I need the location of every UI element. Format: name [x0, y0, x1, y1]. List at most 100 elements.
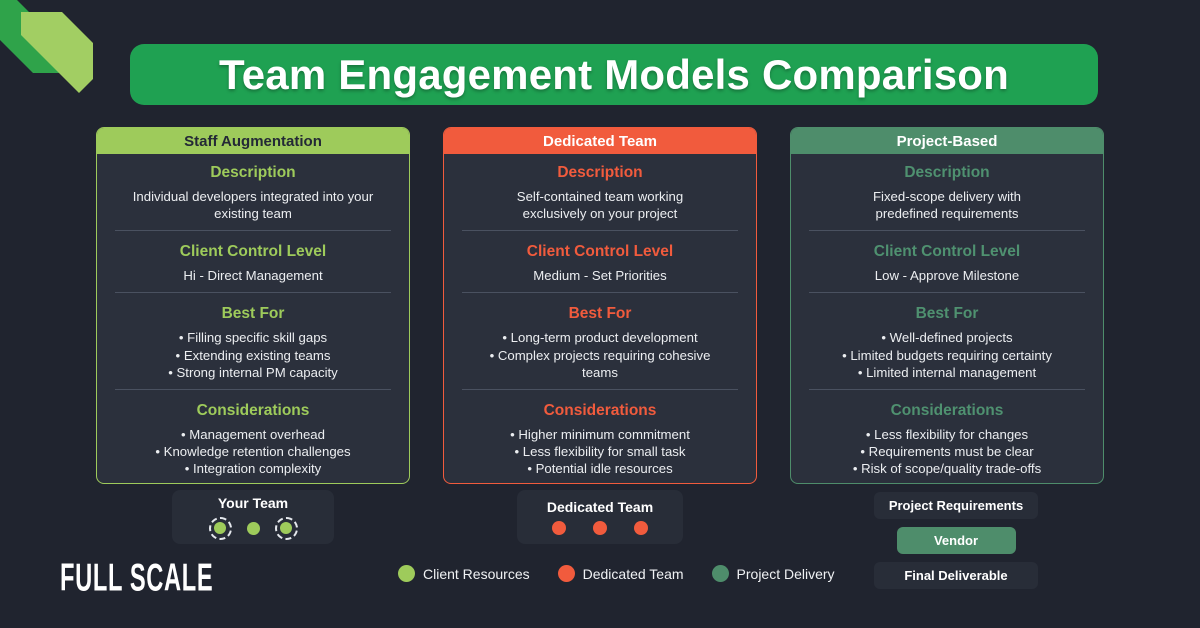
bullet-item: • Filling specific skill gaps	[178, 330, 328, 346]
widget-label: Your Team	[217, 494, 289, 511]
section-heading: Client Control Level	[526, 243, 674, 261]
card-header: Dedicated Team	[444, 128, 756, 154]
divider	[809, 292, 1085, 294]
section-best-for: Best For • Well-defined projects • Limit…	[805, 301, 1089, 380]
bullet-item: • Less flexibility for changes	[865, 426, 1029, 442]
bullet-item: • Risk of scope/quality trade-offs	[852, 461, 1042, 477]
card-body: Description Fixed-scope delivery with pr…	[791, 154, 1103, 483]
bullet-item: • Management overhead	[181, 426, 325, 442]
bullet-item: • Requirements must be clear	[860, 444, 1034, 460]
section-heading: Description	[210, 164, 296, 181]
bullet-list: • Management overhead • Knowledge retent…	[111, 426, 395, 477]
section-heading: Best For	[568, 305, 632, 323]
divider	[115, 292, 391, 294]
divider	[809, 388, 1085, 390]
page-title: Team Engagement Models Comparison	[219, 50, 1009, 98]
bullet-item: • Well-defined projects	[881, 330, 1013, 346]
client-resources-dot-icon	[398, 565, 415, 582]
section-description: Description Individual developers integr…	[111, 160, 395, 222]
section-heading: Considerations	[890, 401, 1004, 419]
card-body: Description Individual developers integr…	[97, 154, 409, 483]
client-member-dot-icon	[246, 521, 260, 535]
dedicated-team-dot-icon	[557, 565, 575, 582]
bullet-item: • Extending existing teams	[175, 347, 331, 363]
section-considerations: Considerations • Higher minimum commitme…	[458, 398, 742, 477]
section-considerations: Considerations • Less flexibility for ch…	[805, 398, 1089, 477]
section-text: Fixed-scope delivery with predefined req…	[872, 189, 1022, 222]
bullet-item: • Less flexibility for small task	[514, 444, 686, 460]
section-heading: Considerations	[543, 401, 657, 419]
widget-label: Dedicated Team	[546, 499, 654, 515]
section-heading: Considerations	[196, 401, 310, 419]
section-heading: Description	[904, 164, 990, 181]
bullet-item: • Limited budgets requiring certainty	[842, 347, 1052, 363]
client-member-dot-icon	[280, 522, 292, 534]
section-heading: Client Control Level	[179, 243, 327, 261]
divider	[115, 388, 391, 390]
legend-label: Dedicated Team	[582, 565, 684, 582]
team-dots	[208, 516, 298, 540]
section-heading: Best For	[915, 305, 979, 323]
section-client-control: Client Control Level Low - Approve Miles…	[805, 239, 1089, 284]
card-body: Description Self-contained team working …	[444, 154, 756, 483]
legend-item-client-resources: Client Resources	[398, 565, 530, 582]
legend-label: Project Delivery	[736, 565, 835, 582]
comparison-cards-row: Staff Augmentation Description Individua…	[96, 127, 1104, 484]
bullet-item: • Complex projects requiring cohesive te…	[489, 347, 711, 380]
divider	[462, 292, 738, 294]
legend-item-dedicated-team: Dedicated Team	[557, 565, 684, 582]
augmented-member-ring-icon	[208, 516, 232, 540]
dedicated-member-dot-icon	[593, 521, 607, 535]
bullet-item: • Potential idle resources	[527, 461, 673, 477]
section-text: Low - Approve Milestone	[874, 268, 1020, 284]
dedicated-member-dot-icon	[552, 521, 566, 535]
card-header: Project-Based	[791, 128, 1103, 154]
full-scale-logo: FULL SCALE	[60, 556, 214, 600]
section-heading: Best For	[221, 305, 285, 323]
divider	[115, 230, 391, 232]
section-best-for: Best For • Filling specific skill gaps •…	[111, 301, 395, 380]
section-text: Individual developers integrated into yo…	[132, 189, 374, 222]
flow-step-deliverable: Final Deliverable	[874, 562, 1038, 589]
title-banner: Team Engagement Models Comparison	[130, 44, 1098, 105]
bullet-item: • Limited internal management	[857, 364, 1037, 380]
bullet-item: • Knowledge retention challenges	[155, 444, 351, 460]
bullet-item: • Long-term product development	[502, 330, 698, 346]
section-client-control: Client Control Level Medium - Set Priori…	[458, 239, 742, 284]
bullet-list: • Long-term product development • Comple…	[475, 329, 725, 380]
section-considerations: Considerations • Management overhead • K…	[111, 398, 395, 477]
card-project-based: Project-Based Description Fixed-scope de…	[790, 127, 1104, 484]
section-description: Description Fixed-scope delivery with pr…	[805, 160, 1089, 222]
bullet-item: • Integration complexity	[184, 461, 322, 477]
bullet-list: • Filling specific skill gaps • Extendin…	[111, 329, 395, 380]
section-client-control: Client Control Level Hi - Direct Managem…	[111, 239, 395, 284]
card-dedicated-team: Dedicated Team Description Self-containe…	[443, 127, 757, 484]
section-description: Description Self-contained team working …	[458, 160, 742, 222]
section-best-for: Best For • Long-term product development…	[458, 301, 742, 380]
section-text: Medium - Set Priorities	[533, 268, 667, 284]
your-team-widget: Your Team	[172, 490, 334, 544]
section-text: Self-contained team working exclusively …	[516, 189, 684, 222]
project-flow-widget: Project Requirements Vendor Final Delive…	[874, 492, 1038, 589]
bullet-item: • Higher minimum commitment	[510, 426, 690, 442]
project-delivery-dot-icon	[711, 565, 729, 582]
brand-corner-stripes-icon	[0, 0, 93, 93]
team-dots	[552, 521, 648, 535]
section-heading: Client Control Level	[873, 243, 1021, 261]
legend-item-project-delivery: Project Delivery	[711, 565, 835, 582]
section-heading: Description	[557, 164, 643, 181]
bullet-list: • Less flexibility for changes • Require…	[805, 426, 1089, 477]
bullet-list: • Higher minimum commitment • Less flexi…	[458, 426, 742, 477]
bullet-item: • Strong internal PM capacity	[168, 364, 338, 380]
section-text: Hi - Direct Management	[183, 268, 323, 284]
dedicated-member-dot-icon	[634, 521, 648, 535]
augmented-member-ring-icon	[274, 516, 298, 540]
card-header: Staff Augmentation	[97, 128, 409, 154]
flow-step-requirements: Project Requirements	[874, 492, 1038, 519]
client-member-dot-icon	[214, 522, 226, 534]
bullet-list: • Well-defined projects • Limited budget…	[805, 329, 1089, 380]
dedicated-team-widget: Dedicated Team	[517, 490, 683, 544]
divider	[462, 230, 738, 232]
legend: Client Resources Dedicated Team Project …	[398, 565, 835, 582]
divider	[462, 388, 738, 390]
